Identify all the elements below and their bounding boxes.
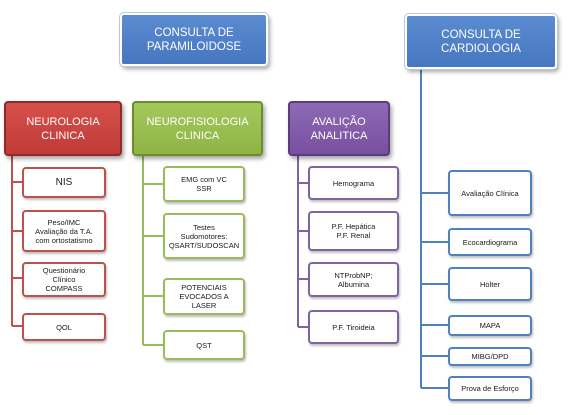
analitica-item-ntprobnp: NTProbNP; Albumina (308, 262, 399, 297)
analitica-item-pf-tiroideia: P.F. Tiroideia (308, 310, 399, 344)
cardiologia-item-label: MAPA (479, 321, 501, 330)
cardiologia-item-label: MIBG/DPD (471, 352, 509, 361)
neurofisiologia-item-potenciais: POTENCIAIS EVOCADOS A LASER (163, 278, 245, 315)
header-paramiloidose: CONSULTA DE PARAMILOIDOSE (119, 12, 269, 67)
analitica-connectors (297, 156, 308, 328)
analitica-item-label: P.F. Tiroideia (332, 322, 375, 332)
cardiologia-item-label: Holter (479, 279, 500, 289)
header-cardiologia: CONSULTA DE CARDIOLOGIA (404, 13, 558, 70)
header-neurologia-label: NEUROLOGIA CLINICA (26, 115, 100, 142)
header-neurologia: NEUROLOGIA CLINICA (4, 101, 122, 156)
neurologia-item-peso: Peso/IMC Avaliação da T.A. com ortostati… (22, 210, 106, 252)
neurofisiologia-item-label: Testes Sudomotores: QSART/SUDOSCAN (168, 222, 240, 250)
header-neurofisiologia: NEUROFISIOLOGIA CLINICA (132, 101, 263, 156)
neurofisiologia-connectors (142, 156, 163, 346)
neurologia-item-label: Questionário Clínico COMPASS (42, 266, 86, 293)
header-analitica: AVALIÇÃO ANALITICA (288, 101, 390, 156)
analitica-item-label: Hemograma (332, 178, 375, 188)
cardiologia-item-mapa: MAPA (448, 315, 532, 336)
neurofisiologia-item-label: EMG com VC SSR (181, 175, 227, 193)
header-paramiloidose-label: CONSULTA DE PARAMILOIDOSE (146, 26, 242, 53)
cardiologia-item-prova-esforco: Prova de Esforço (448, 376, 532, 401)
neurologia-item-label: QOL (56, 322, 72, 332)
header-analitica-label: AVALIÇÃO ANALITICA (310, 115, 368, 142)
header-neurofisiologia-label: NEUROFISIOLOGIA CLINICA (146, 115, 249, 142)
neurologia-item-qol: QOL (22, 313, 106, 341)
neurofisiologia-item-testes: Testes Sudomotores: QSART/SUDOSCAN (163, 213, 245, 259)
cardiologia-item-label: Avaliação Clínica (461, 188, 519, 198)
neurofisiologia-item-label: POTENCIAIS EVOCADOS A LASER (179, 283, 229, 310)
analitica-item-hemograma: Hemograma (308, 166, 399, 200)
analitica-item-pf-hepatica: P.F. Hepática P.F. Renal (308, 211, 399, 251)
cardiologia-connectors (420, 70, 448, 389)
neurologia-item-label: Peso/IMC Avaliação da T.A. com ortostati… (35, 217, 93, 245)
header-cardiologia-label: CONSULTA DE CARDIOLOGIA (441, 28, 521, 55)
cardiologia-item-ecocardiograma: Ecocardiograma (448, 228, 532, 256)
cardiologia-item-mibg: MIBG/DPD (448, 347, 532, 366)
analitica-item-label: P.F. Hepática P.F. Renal (331, 222, 376, 240)
neurofisiologia-item-qst: QST (163, 330, 245, 360)
neurofisiologia-item-label: QST (196, 340, 212, 350)
neurologia-item-label: NIS (55, 176, 73, 188)
neurofisiologia-item-emg: EMG com VC SSR (163, 166, 245, 202)
cardiologia-item-label: Prova de Esforço (461, 384, 519, 393)
cardiologia-item-avaliacao-clinica: Avaliação Clínica (448, 170, 532, 216)
analitica-item-label: NTProbNP; Albumina (334, 270, 373, 289)
neurologia-item-nis: NIS (22, 167, 106, 198)
neurologia-connectors (11, 156, 22, 327)
cardiologia-item-label: Ecocardiograma (462, 237, 518, 247)
neurologia-item-questionario: Questionário Clínico COMPASS (22, 262, 106, 297)
cardiologia-item-holter: Holter (448, 267, 532, 301)
